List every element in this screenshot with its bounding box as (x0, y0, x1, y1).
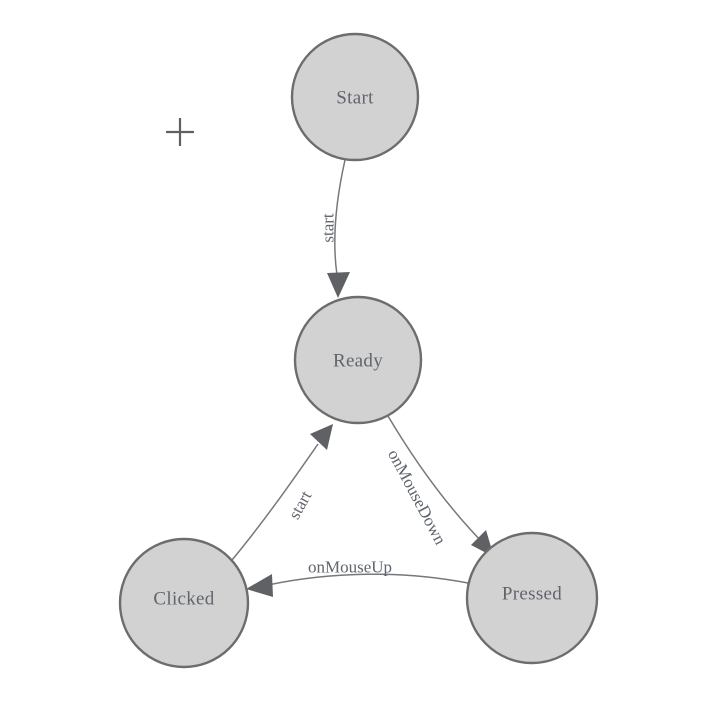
arrowhead-start-to-ready (327, 272, 350, 298)
node-clicked[interactable]: Clicked (118, 537, 250, 669)
edge-path-start-to-ready (334, 159, 346, 276)
plus-marker-icon[interactable] (166, 118, 194, 146)
edge-path-ready-to-pressed (387, 415, 489, 549)
edge-path-pressed-to-clicked (267, 573, 469, 586)
node-label-clicked: Clicked (153, 589, 214, 610)
node-pressed[interactable]: Pressed (465, 531, 599, 665)
arrowhead-clicked-to-ready (310, 424, 333, 450)
node-label-ready: Ready (333, 351, 383, 372)
arrowhead-pressed-to-clicked (246, 574, 273, 597)
node-circle-ready (293, 295, 423, 425)
edge-label-pressed-to-clicked: onMouseUp (308, 558, 392, 577)
node-ready[interactable]: Ready (293, 295, 423, 425)
node-label-pressed: Pressed (502, 584, 562, 605)
edge-pressed-to-clicked[interactable]: onMouseUp (246, 558, 469, 598)
node-label-start: Start (336, 88, 374, 109)
edge-start-to-ready[interactable]: start (319, 159, 351, 298)
edge-path-clicked-to-ready (231, 443, 319, 561)
edge-label-clicked-to-ready: start (285, 487, 316, 522)
node-circle-start (290, 32, 420, 162)
node-start[interactable]: Start (290, 32, 420, 162)
node-circle-pressed (465, 531, 599, 665)
edge-ready-to-pressed[interactable]: onMouseDown (384, 415, 494, 557)
edge-label-start-to-ready: start (319, 213, 338, 243)
node-circle-clicked (118, 537, 250, 669)
edge-clicked-to-ready[interactable]: start (231, 424, 333, 561)
